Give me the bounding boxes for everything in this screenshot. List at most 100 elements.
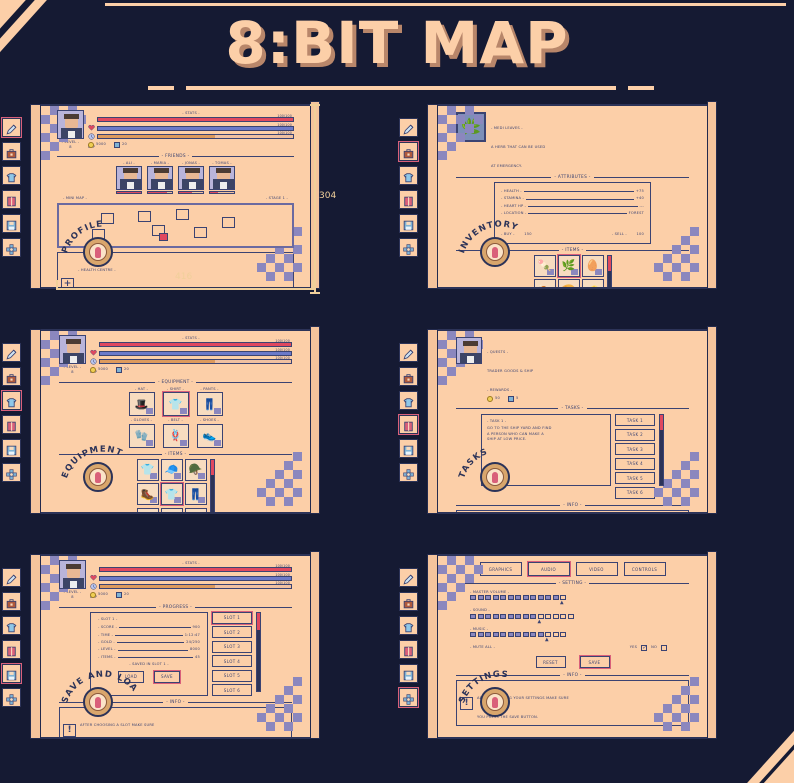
slider-pip[interactable]	[500, 595, 506, 601]
slider-pip[interactable]	[515, 632, 521, 638]
nav-shirt-button[interactable]	[2, 166, 21, 185]
nav-shirt-button[interactable]	[399, 166, 418, 185]
nav-floppy-button[interactable]	[399, 664, 418, 683]
gear-box[interactable]: 🎩	[128, 392, 155, 417]
gear-slot-shirt[interactable]: - SHIRT -👕	[161, 387, 190, 418]
nav-bag-button[interactable]	[399, 367, 418, 386]
tasks-scrollbar[interactable]	[659, 414, 664, 486]
inventory-slot-candy[interactable]: 🍡	[533, 254, 556, 277]
nav-gear-button[interactable]	[2, 238, 21, 257]
slider-pip[interactable]	[507, 595, 514, 601]
nav-gear-button[interactable]	[399, 238, 418, 257]
slider-pip[interactable]	[470, 595, 476, 601]
nav-bag-button[interactable]	[399, 592, 418, 611]
slider-track[interactable]	[470, 632, 689, 638]
task-button-2[interactable]: TASK 2	[615, 428, 655, 441]
friend-card[interactable]: - ALI -	[116, 161, 142, 195]
slider-pip[interactable]	[537, 632, 544, 638]
slider-pip[interactable]	[552, 595, 559, 601]
save-button[interactable]: SAVE	[578, 655, 611, 670]
gear-box[interactable]: 👟	[196, 423, 223, 448]
slider-pip[interactable]	[500, 613, 506, 619]
slider-pip[interactable]	[552, 632, 559, 638]
inventory-slot-medi-leaves[interactable]: 🌿	[556, 253, 581, 278]
slider-pip[interactable]	[560, 595, 566, 601]
friend-card[interactable]: - MARIA -	[147, 161, 173, 195]
slider-pip[interactable]	[492, 595, 499, 601]
nav-bag-button[interactable]	[2, 142, 21, 161]
nav-shirt-button[interactable]	[399, 616, 418, 635]
task-button-6[interactable]: TASK 6	[615, 486, 655, 499]
slider-pip[interactable]	[470, 632, 476, 638]
slider-pip[interactable]	[552, 613, 559, 619]
gear-box[interactable]: 🧤	[128, 423, 155, 448]
save-slot-button-5[interactable]: SLOT 5	[212, 669, 252, 682]
reset-button[interactable]: RESET	[535, 656, 566, 669]
nav-book-button[interactable]	[399, 190, 418, 209]
slider-pip[interactable]	[537, 613, 544, 619]
nav-floppy-button[interactable]	[399, 439, 418, 458]
slider-pip[interactable]	[522, 632, 529, 638]
gear-box[interactable]: 🪢	[162, 423, 189, 448]
equipment-slot-shirt-gold[interactable]: 👕	[159, 482, 184, 507]
task-button-4[interactable]: TASK 4	[615, 457, 655, 470]
slider-pip[interactable]	[507, 613, 514, 619]
gear-slot-gloves[interactable]: - GLOVES -🧤	[128, 418, 155, 448]
save-slot-button-3[interactable]: SLOT 3	[212, 640, 252, 653]
gear-slot-shoes[interactable]: - SHOES -👟	[196, 418, 223, 448]
slider-pip[interactable]	[477, 632, 484, 638]
settings-tab-audio[interactable]: AUDIO	[526, 561, 571, 577]
slider-pip[interactable]	[477, 595, 484, 601]
slider-pip[interactable]	[560, 632, 566, 638]
task-button-3[interactable]: TASK 3	[615, 443, 655, 455]
nav-shirt-button[interactable]	[1, 390, 22, 411]
nav-gear-button[interactable]	[398, 687, 419, 708]
inventory-slot-egg[interactable]: 🥚	[581, 254, 604, 277]
nav-book-button[interactable]	[398, 414, 419, 435]
slider-pip[interactable]	[530, 613, 536, 619]
nav-bag-button[interactable]	[398, 141, 419, 162]
slider-pip[interactable]	[545, 613, 551, 619]
nav-pen-button[interactable]	[399, 568, 418, 587]
mute-yes-checkbox[interactable]	[641, 644, 648, 652]
nav-book-button[interactable]	[2, 190, 21, 209]
slots-scrollbar[interactable]	[256, 611, 261, 692]
gear-slot-pants[interactable]: - PANTS -👖	[196, 387, 223, 417]
slider-pip[interactable]	[492, 632, 499, 638]
nav-book-button[interactable]	[399, 640, 418, 659]
task-button-1[interactable]: TASK 1	[615, 414, 655, 426]
load-button[interactable]: LOAD	[118, 670, 144, 683]
settings-tab-video[interactable]: VIDEO	[575, 562, 618, 576]
save-slot-button-6[interactable]: SLOT 6	[212, 684, 252, 697]
mute-no-checkbox[interactable]	[661, 645, 667, 652]
inventory-slot-bread[interactable]: 🍞	[557, 279, 580, 287]
nav-floppy-button[interactable]	[1, 663, 22, 684]
equipment-slot-tophat[interactable]: 🎩	[160, 507, 183, 512]
nav-pen-button[interactable]	[399, 343, 418, 362]
save-slot-button-4[interactable]: SLOT 4	[212, 655, 252, 668]
gear-slot-hat[interactable]: - HAT -🎩	[128, 387, 155, 417]
gear-box[interactable]: 👖	[196, 392, 223, 417]
equipment-slot-shirt-blue[interactable]: 👕	[136, 458, 159, 481]
nav-shirt-button[interactable]	[399, 391, 418, 410]
slider-pip[interactable]	[537, 595, 544, 601]
equipment-slot-boots[interactable]: 🥾	[136, 483, 159, 506]
nav-bag-button[interactable]	[2, 367, 21, 386]
settings-tab-controls[interactable]: CONTROLS	[623, 562, 666, 576]
slider-pip[interactable]	[515, 595, 521, 601]
equipment-slot-helmet[interactable]: 🪖	[184, 458, 207, 481]
friend-card[interactable]: - TOMAS -	[209, 161, 235, 195]
nav-pen-button[interactable]	[2, 343, 21, 362]
slider-pip[interactable]	[560, 613, 566, 619]
gear-box[interactable]: 👕	[161, 391, 190, 418]
slider-pip[interactable]	[567, 613, 574, 619]
nav-pen-button[interactable]	[2, 568, 21, 587]
slider-pip[interactable]	[477, 613, 484, 619]
nav-floppy-button[interactable]	[2, 439, 21, 458]
items-scrollbar[interactable]	[209, 458, 215, 512]
slider-pip[interactable]	[492, 613, 499, 619]
slider-pip[interactable]	[530, 632, 536, 638]
nav-gear-button[interactable]	[2, 463, 21, 482]
nav-bag-button[interactable]	[2, 592, 21, 611]
nav-book-button[interactable]	[2, 415, 21, 434]
